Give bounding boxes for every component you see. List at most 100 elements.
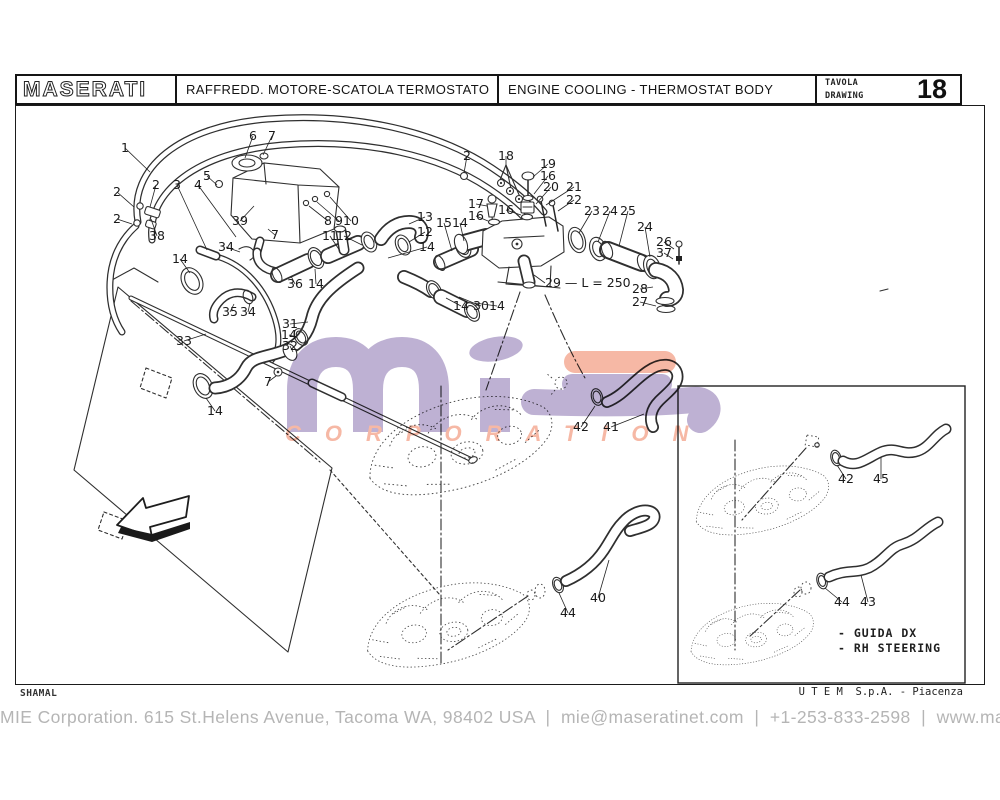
part-callout-label: 31 <box>282 316 298 331</box>
part-callout-label: 43 <box>860 594 876 609</box>
part-callout-label: 16 <box>498 202 514 217</box>
part-callout-label: 2 <box>113 211 121 226</box>
part-callout-label: 2 <box>113 184 121 199</box>
callout-leader <box>597 210 611 243</box>
part-callout-label: 12 <box>336 228 352 243</box>
callout-leader <box>176 184 208 251</box>
part-callout-label: 35 <box>222 304 238 319</box>
part-callout-label: 2 <box>152 177 160 192</box>
callout-leader <box>116 191 135 208</box>
callout-leader <box>124 147 151 173</box>
part-callout-label: 38 <box>149 228 165 243</box>
part-callout-label: 5 <box>203 168 211 183</box>
part-callout-label: 7 <box>268 128 276 143</box>
radiator-hose <box>208 261 365 395</box>
callout-leader <box>533 175 549 195</box>
part-callout-label: 40 <box>590 590 606 605</box>
part-callout-label: 21 <box>566 179 582 194</box>
part-callout-label: 26 <box>656 234 672 249</box>
callout-leader <box>239 205 255 222</box>
drawing-number: 18 <box>916 74 947 104</box>
callout-leader <box>387 246 428 259</box>
part-callout-label: 29 — L = 250 <box>545 275 631 290</box>
callout-leader <box>329 235 341 252</box>
callout-leader <box>206 175 218 186</box>
part-callout-label: 39 <box>232 213 248 228</box>
callout-leader <box>443 222 453 252</box>
callout-leader <box>578 210 593 234</box>
callout-leader <box>197 184 237 238</box>
part-callout-label: 9 <box>335 213 343 228</box>
expansion-tank <box>214 152 521 277</box>
callout-leader <box>610 413 645 428</box>
callout-leader <box>639 286 654 290</box>
part-callout-label: 24 <box>602 203 618 218</box>
hose-fittings <box>133 202 256 261</box>
inset-note-english: - RH STEERING <box>838 641 941 655</box>
callout-leader <box>183 333 207 342</box>
part-callout-label: 7 <box>271 227 279 242</box>
manufacturer-name: U T E M S.p.A. - Piacenza <box>798 686 963 698</box>
part-callout-label: 17 <box>468 196 484 211</box>
mie-watermark: CORPORATION <box>285 336 721 446</box>
title-block: MASERATI RAFFREDD. MOTORE-SCATOLA TERMOS… <box>15 74 962 105</box>
callout-leader <box>116 218 133 225</box>
part-callout-label: 16 <box>468 208 484 223</box>
part-callout-label: 41 <box>603 419 619 434</box>
part-callout-label: 4 <box>194 177 202 192</box>
part-callout-label: 6 <box>249 128 257 143</box>
part-callout-label: 33 <box>176 333 192 348</box>
callout-leader <box>316 201 340 222</box>
part-callout-label: 13 <box>417 209 433 224</box>
thermostat-body <box>453 216 565 289</box>
title-italian: RAFFREDD. MOTORE-SCATOLA TERMOSTATO <box>186 82 490 97</box>
sensors-and-hardware <box>486 171 559 232</box>
part-callout-label: 36 <box>287 276 303 291</box>
callout-leader <box>535 186 552 205</box>
model-name: SHAMAL <box>20 688 58 699</box>
callout-leader <box>262 135 273 156</box>
callout-leader <box>290 275 296 285</box>
callout-leader <box>558 592 569 614</box>
callout-leader <box>149 184 157 208</box>
inset-note-italian: - GUIDA DX <box>838 626 917 640</box>
part-callout-label: 12 <box>417 224 433 239</box>
callout-leader <box>663 252 674 260</box>
callout-leader <box>474 302 498 307</box>
callout-leader <box>458 296 482 307</box>
callout-leader <box>247 302 251 313</box>
part-callout-label: 24 <box>637 219 653 234</box>
tavola-label: TAVOLA <box>825 77 859 88</box>
callout-leader <box>408 231 426 243</box>
maserati-logo: MASERATI <box>23 78 147 102</box>
part-callout-label: 7 <box>264 374 272 389</box>
part-callout-label: 10 <box>343 213 359 228</box>
part-callout-label: 14 <box>207 403 223 418</box>
brand-logo-cell: MASERATI <box>17 76 177 103</box>
part-callout-label: 20 <box>543 179 559 194</box>
callout-leader <box>314 268 317 285</box>
part-callout-label: 14 <box>489 298 505 313</box>
part-callout-label: 18 <box>498 148 514 163</box>
callout-leader <box>329 196 352 222</box>
callout-leader <box>244 135 254 159</box>
callout-leader <box>505 209 522 216</box>
part-callout-label: 2 <box>463 148 471 163</box>
part-callout-label: 1 <box>121 140 129 155</box>
diagram-frame <box>15 105 985 685</box>
part-callout-label: 14 <box>172 251 188 266</box>
callout-leader <box>836 464 847 480</box>
radiator <box>73 267 333 653</box>
part-callout-label: 45 <box>873 471 889 486</box>
callout-leader <box>267 375 277 383</box>
part-callout-label: 34 <box>240 304 256 319</box>
part-callout-label: 42 <box>573 419 589 434</box>
title-english: ENGINE COOLING - THERMOSTAT BODY <box>508 82 774 97</box>
part-callout-label: 30 <box>473 298 489 313</box>
maserati-logo-text: MASERATI <box>23 78 147 101</box>
callout-leader <box>644 226 651 258</box>
part-callout-label: 14 <box>308 276 324 291</box>
direction-arrow <box>116 495 190 542</box>
callout-leader <box>225 246 241 253</box>
